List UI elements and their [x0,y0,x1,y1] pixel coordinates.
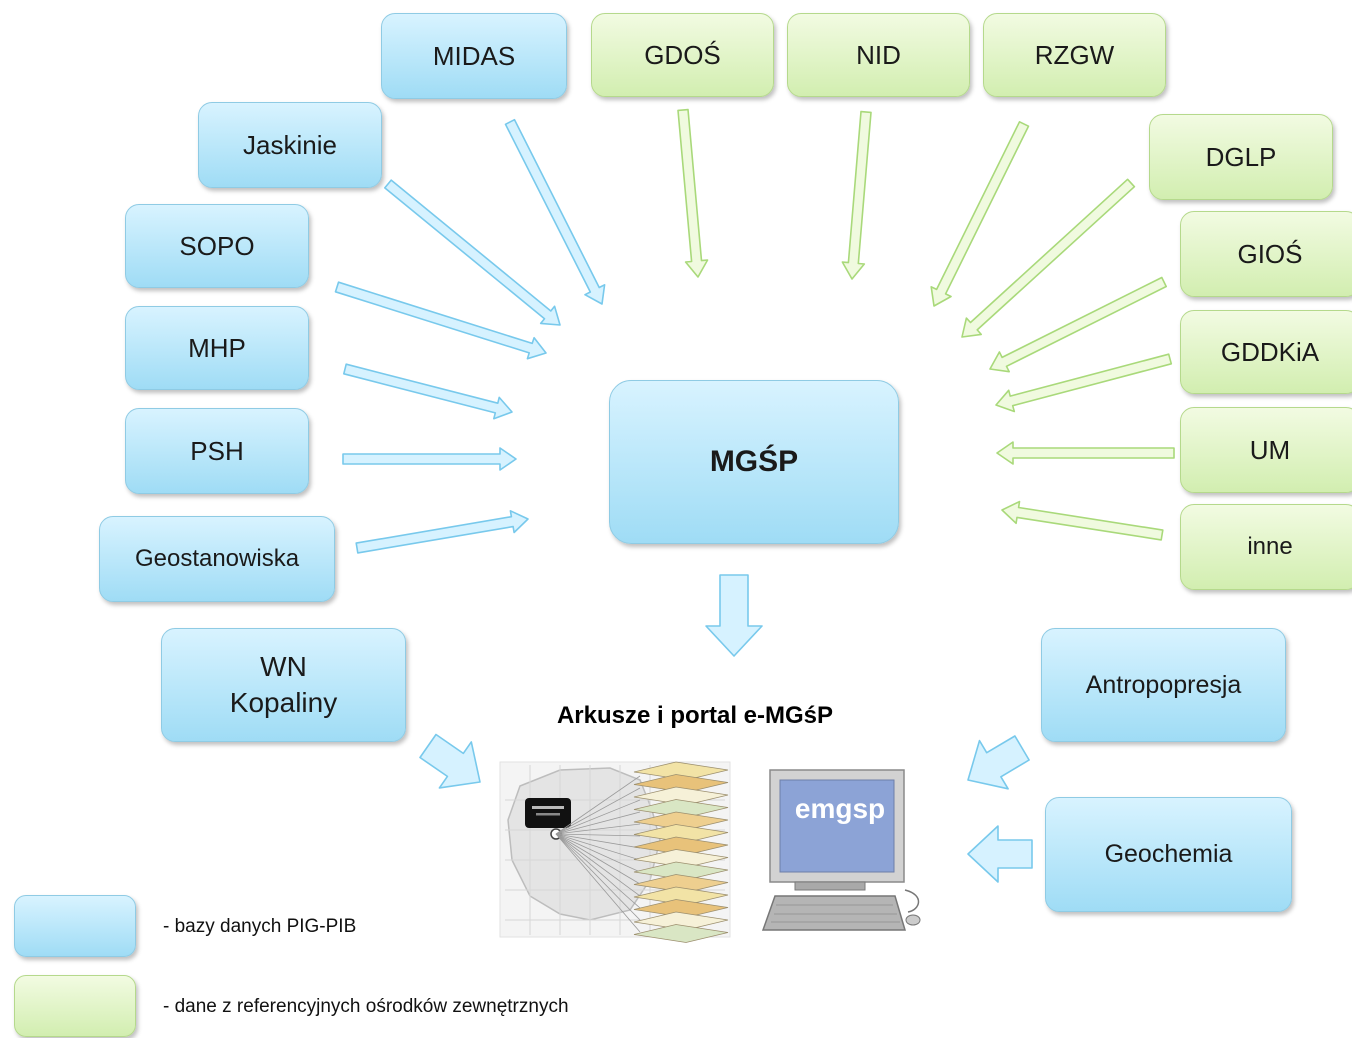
node-gios: GIOŚ [1180,211,1352,297]
node-mhp: MHP [125,306,309,390]
arrow-midas-to-mgsp [504,118,606,305]
arrow-antropopresja-to-output [967,735,1030,790]
node-label: MGŚP [709,445,799,478]
node-nid: NID [787,13,970,97]
arrow-mhp-to-mgsp [343,363,513,420]
node-label: NID [856,39,901,70]
map-ray [555,833,641,933]
node-sopo: SOPO [125,204,309,288]
arrow-jaskinie-to-mgsp [384,179,561,326]
arrow-gdos-to-mgsp [677,108,709,278]
node-label-line-1: WN [260,650,307,682]
node-label: Geostanowiska [134,545,300,572]
node-label: SOPO [179,230,255,261]
arrow-um-to-mgsp [996,441,1175,465]
arrow-geochemia-to-output [967,825,1033,883]
arrow-gios-to-mgsp [989,276,1167,373]
arrow-nid-to-mgsp [841,110,872,280]
legend-text-blue: - bazy danych PIG-PIB [163,916,357,937]
arrow-inne-to-mgsp [1001,500,1164,541]
map-ray [555,833,641,921]
map-ray [555,833,641,909]
node-label: Jaskinie [243,129,337,160]
node-midas: MIDAS [381,13,567,99]
node-label: GIOŚ [1237,238,1303,269]
map-sheets-image [499,761,731,943]
node-psh: PSH [125,408,309,494]
arrow-sopo-to-mgsp [334,281,547,360]
node-label-line-2: Kopaliny [229,687,338,718]
map-ray [555,833,641,897]
arrow-dglp-to-mgsp [961,178,1136,338]
node-antropopresja: Antropopresja [1041,628,1286,742]
node-gddkia: GDDKiA [1180,310,1352,394]
node-label: inne [1247,533,1293,560]
map-sheet [633,924,729,943]
arrow-psh-to-mgsp [342,447,517,471]
arrow-wn-to-output [419,733,481,789]
map-ray [555,787,641,835]
node-label: DGLP [1205,141,1277,172]
screen-text: emgsp [795,793,885,824]
node-geostanowiska: Geostanowiska [99,516,335,602]
node-gdos: GDOŚ [591,13,774,97]
arrow-gddkia-to-mgsp [995,353,1173,413]
arrow-rzgw-to-mgsp [930,121,1030,307]
output-title: Arkusze i portal e-MGśP [556,702,834,729]
node-label: UM [1249,434,1291,465]
node-label: GDOŚ [644,39,721,70]
node-label: RZGW [1034,39,1115,70]
legend-swatch-green [14,975,136,1037]
node-label: GDDKiA [1220,336,1320,367]
node-jaskinie: Jaskinie [198,102,382,188]
node-inne: inne [1180,504,1352,590]
node-um: UM [1180,407,1352,493]
legend-swatch-blue [14,895,136,957]
map-ray [555,833,641,849]
node-label: Geochemia [1104,840,1233,868]
map-ray [555,833,641,861]
map-ray [555,833,641,873]
legend-text-green: - dane z referencyjnych ośrodków zewnętr… [163,996,569,1017]
map-ray [555,823,641,835]
node-label: MIDAS [432,40,516,71]
map-ray [555,833,641,885]
arrow-geostanowiska-to-mgsp [355,510,529,554]
node-label: Antropopresja [1085,670,1242,699]
map-ray [555,811,641,835]
map-ray [555,775,641,835]
node-mgsp: MGŚP [609,380,899,544]
map-ray [555,799,641,835]
map-ray [555,833,641,837]
node-label: MHP [188,332,246,363]
computer-icon: emgsp [761,769,921,931]
node-dglp: DGLP [1149,114,1333,200]
node-label: PSH [190,435,244,466]
node-wn-kopaliny: WN Kopaliny [161,628,406,742]
node-geochemia: Geochemia [1045,797,1292,912]
arrow-mgsp-to-output [705,574,763,657]
node-rzgw: RZGW [983,13,1166,97]
